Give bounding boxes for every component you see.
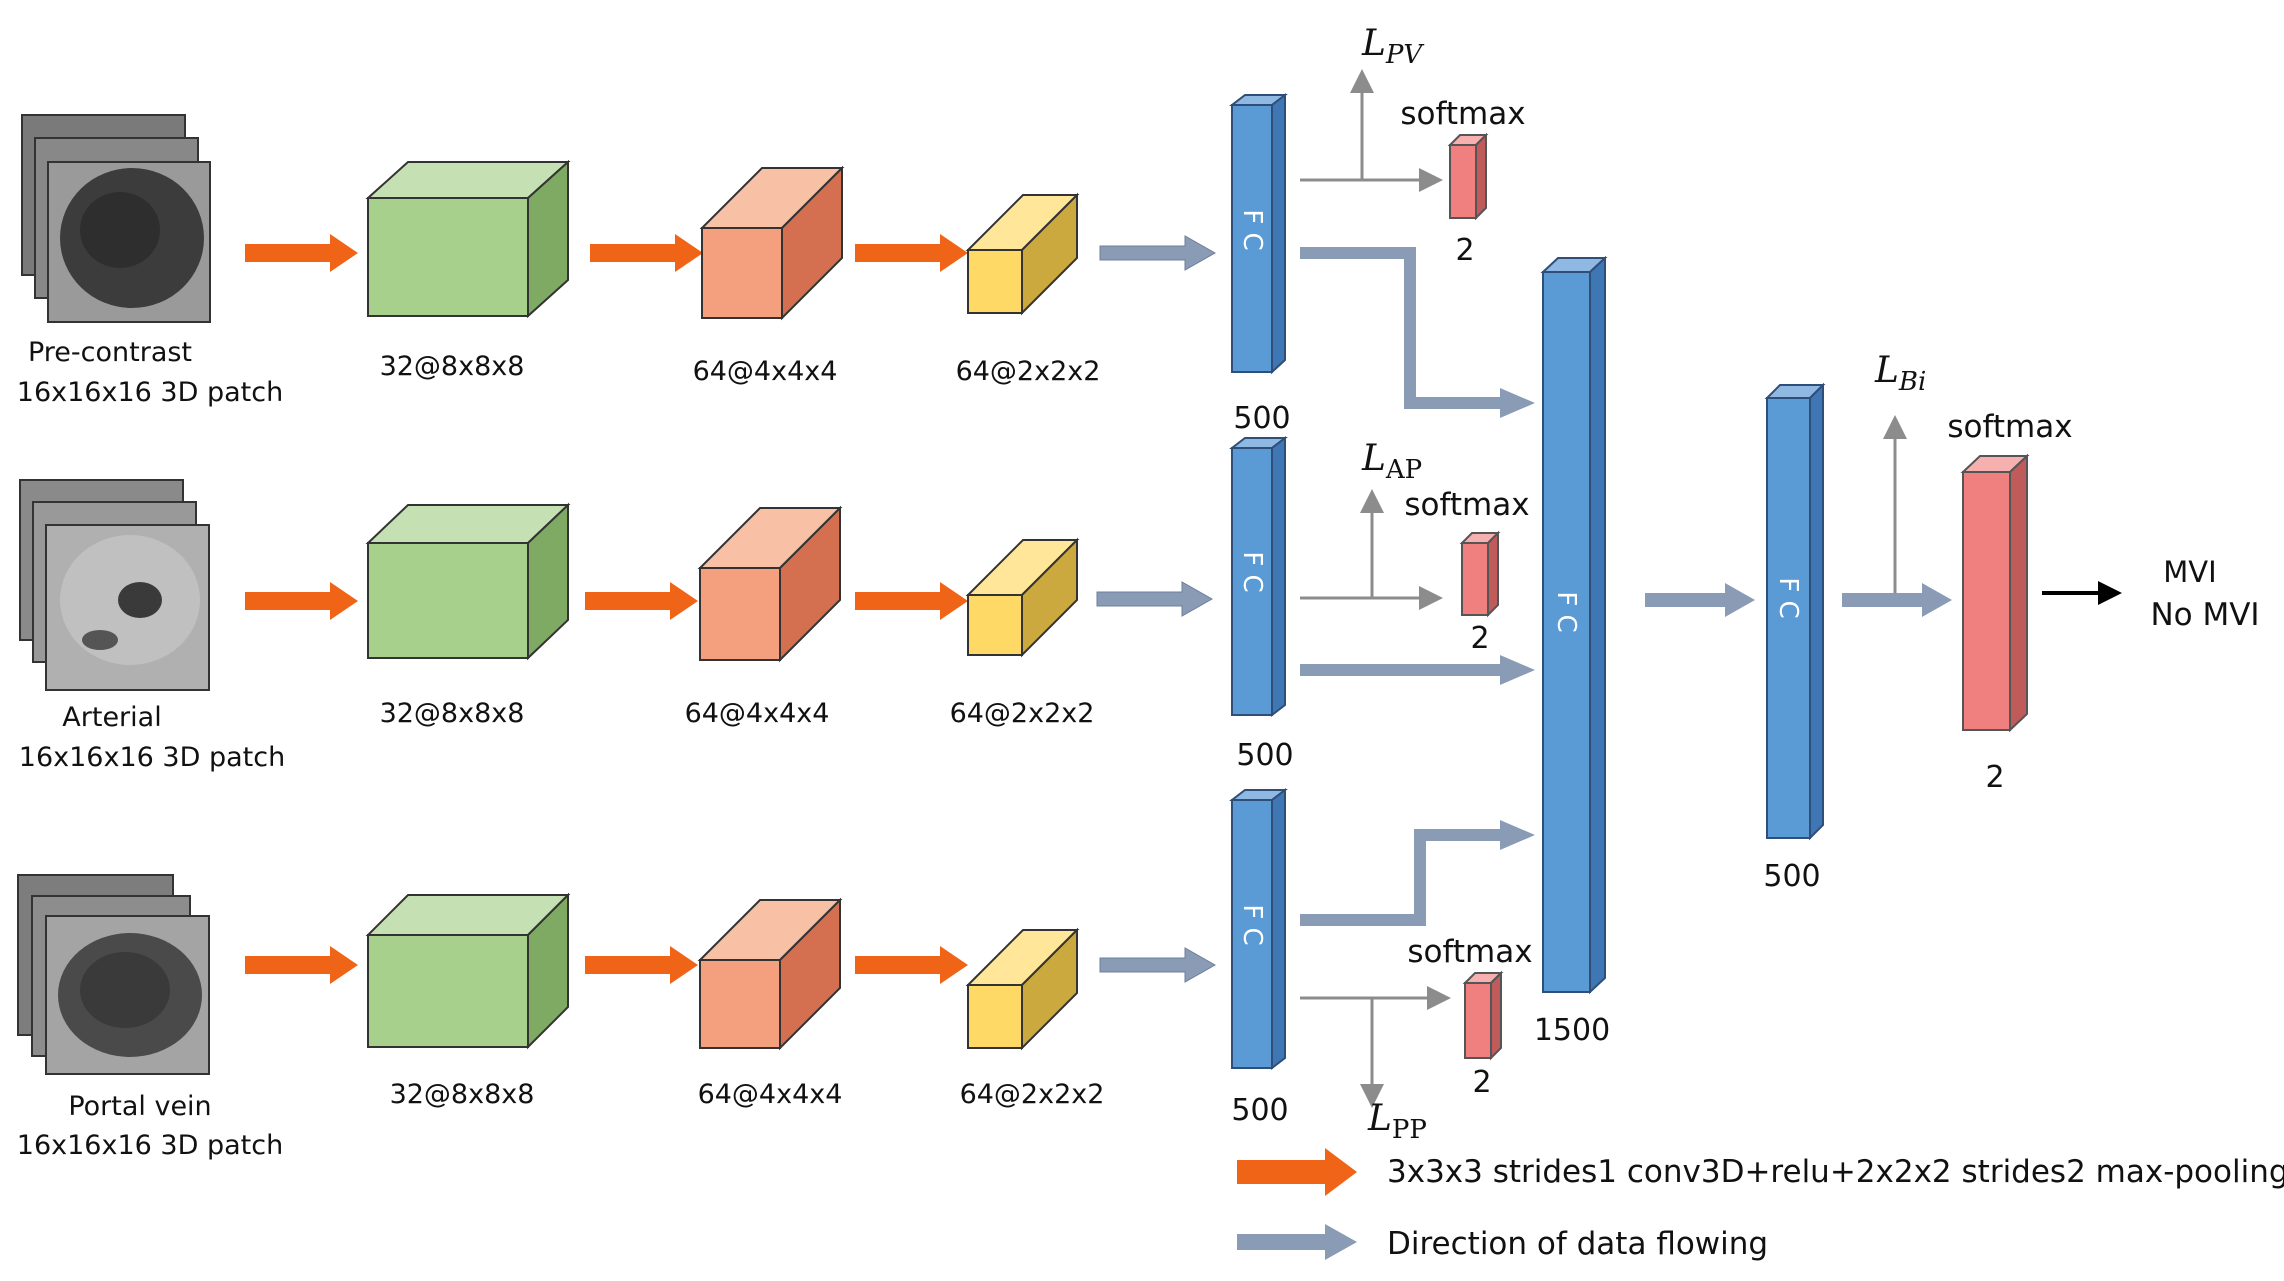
softmax-size-pv: 2	[1455, 233, 1474, 268]
loss-label-ap: LAP	[1361, 438, 1422, 485]
legend-orange-arrow	[1237, 1148, 1357, 1196]
loss-label-pv: LPV	[1361, 23, 1424, 70]
fc-bar-merged	[1540, 255, 1608, 995]
fc-label-arterial: F C	[1237, 551, 1267, 592]
input-size-arterial: 16x16x16 3D patch	[19, 742, 285, 773]
softmax-label-final: softmax	[1947, 409, 2072, 445]
loss-sub: Bi	[1898, 367, 1926, 397]
softmax-block-pv	[1447, 132, 1489, 221]
conv-block-salmon-2	[697, 505, 843, 663]
softmax-size-ap: 2	[1470, 621, 1489, 656]
output-label-mvi: MVI	[2163, 555, 2216, 589]
softmax-block-final	[1960, 453, 2030, 733]
fc-size-arterial: 500	[1236, 738, 1293, 773]
conv-arrow	[245, 946, 358, 984]
fc-label-precontrast: F C	[1237, 209, 1267, 250]
fc-size-precontrast: 500	[1233, 401, 1290, 436]
flow-arrows-to-fc	[1096, 235, 1217, 983]
conv1-size-label: 32@8x8x8	[390, 1079, 535, 1110]
input-stack-portal-vein	[17, 874, 210, 1075]
loss-sub: AP	[1385, 455, 1422, 485]
softmax-label-ap: softmax	[1404, 487, 1529, 523]
flow-arrow	[1099, 235, 1217, 271]
conv-arrow	[855, 582, 968, 620]
conv-block-green-2	[365, 502, 571, 661]
fc-size-merged: 1500	[1534, 1013, 1610, 1048]
conv-block-green-1	[365, 159, 571, 319]
softmax-size-final: 2	[1985, 760, 2004, 795]
flow-arrow	[1645, 583, 1755, 617]
input-size-portal-vein: 16x16x16 3D patch	[17, 1130, 283, 1161]
conv3-size-label: 64@2x2x2	[956, 356, 1101, 387]
flow-arrow	[1096, 581, 1214, 617]
conv-arrow	[585, 582, 698, 620]
fc-label-final: F C	[1773, 577, 1803, 618]
fc-bar-arterial	[1229, 435, 1288, 718]
softmax-block-pp	[1462, 970, 1504, 1061]
input-size-precontrast: 16x16x16 3D patch	[17, 377, 283, 408]
legend-orange-text: 3x3x3 strides1 conv3D+relu+2x2x2 strides…	[1387, 1154, 2284, 1190]
loss-sub: PV	[1385, 40, 1424, 70]
aux-loss-arrows	[1300, 69, 1451, 1108]
fc-bar-precontrast	[1229, 92, 1288, 375]
merge-arrowheads	[1500, 388, 1535, 850]
fc-bar-final	[1764, 382, 1826, 841]
conv-arrow	[245, 582, 358, 620]
conv3-size-label: 64@2x2x2	[960, 1079, 1105, 1110]
legend-gray-text: Direction of data flowing	[1387, 1226, 1768, 1262]
conv-block-green-3	[365, 892, 571, 1050]
output-label-no-mvi: No MVI	[2150, 597, 2259, 633]
conv2-size-label: 64@4x4x4	[698, 1079, 843, 1110]
flow-arrow	[1099, 947, 1217, 983]
legend-gray-arrow	[1237, 1224, 1357, 1260]
input-label-portal-vein: Portal vein	[68, 1091, 211, 1122]
loss-sub: PP	[1392, 1115, 1427, 1145]
conv-arrow	[585, 946, 698, 984]
fc-size-final: 500	[1763, 859, 1820, 894]
conv-arrow	[855, 234, 968, 272]
conv-block-yellow-1	[965, 192, 1080, 316]
conv-block-salmon-3	[697, 897, 843, 1051]
fc-label-merged: F C	[1551, 591, 1581, 632]
merge-arrowhead	[1500, 655, 1535, 685]
conv-block-salmon-1	[699, 165, 845, 321]
conv-block-yellow-2	[965, 537, 1080, 658]
fc-size-portal-vein: 500	[1231, 1093, 1288, 1128]
input-label-arterial: Arterial	[62, 702, 161, 733]
conv2-size-label: 64@4x4x4	[685, 698, 830, 729]
merge-arrows	[1300, 247, 1505, 926]
conv-block-yellow-3	[965, 927, 1080, 1051]
conv1-size-label: 32@8x8x8	[380, 351, 525, 382]
merge-arrowhead	[1500, 820, 1535, 850]
legend: 3x3x3 strides1 conv3D+relu+2x2x2 strides…	[1237, 1148, 2284, 1262]
conv3-size-label: 64@2x2x2	[950, 698, 1095, 729]
conv2-size-label: 64@4x4x4	[693, 356, 838, 387]
fc-label-portal-vein: F C	[1237, 904, 1267, 945]
softmax-label-pv: softmax	[1400, 96, 1525, 132]
softmax-size-pp: 2	[1472, 1065, 1491, 1100]
input-label-precontrast: Pre-contrast	[28, 337, 192, 368]
merge-arrowhead	[1500, 388, 1535, 418]
conv-arrow	[245, 234, 358, 272]
conv-arrow	[590, 234, 703, 272]
loss-label-pp: LPP	[1367, 1098, 1427, 1145]
input-stack-arterial	[19, 479, 210, 691]
loss-label-bi: LBi	[1874, 350, 1926, 397]
fc-bar-portal-vein	[1229, 787, 1288, 1071]
conv-arrows	[245, 234, 968, 984]
softmax-block-ap	[1459, 530, 1501, 618]
input-stack-precontrast	[21, 114, 211, 323]
conv1-size-label: 32@8x8x8	[380, 698, 525, 729]
softmax-label-pp: softmax	[1407, 934, 1532, 970]
conv-arrow	[855, 946, 968, 984]
flow-arrow	[1842, 583, 1952, 617]
